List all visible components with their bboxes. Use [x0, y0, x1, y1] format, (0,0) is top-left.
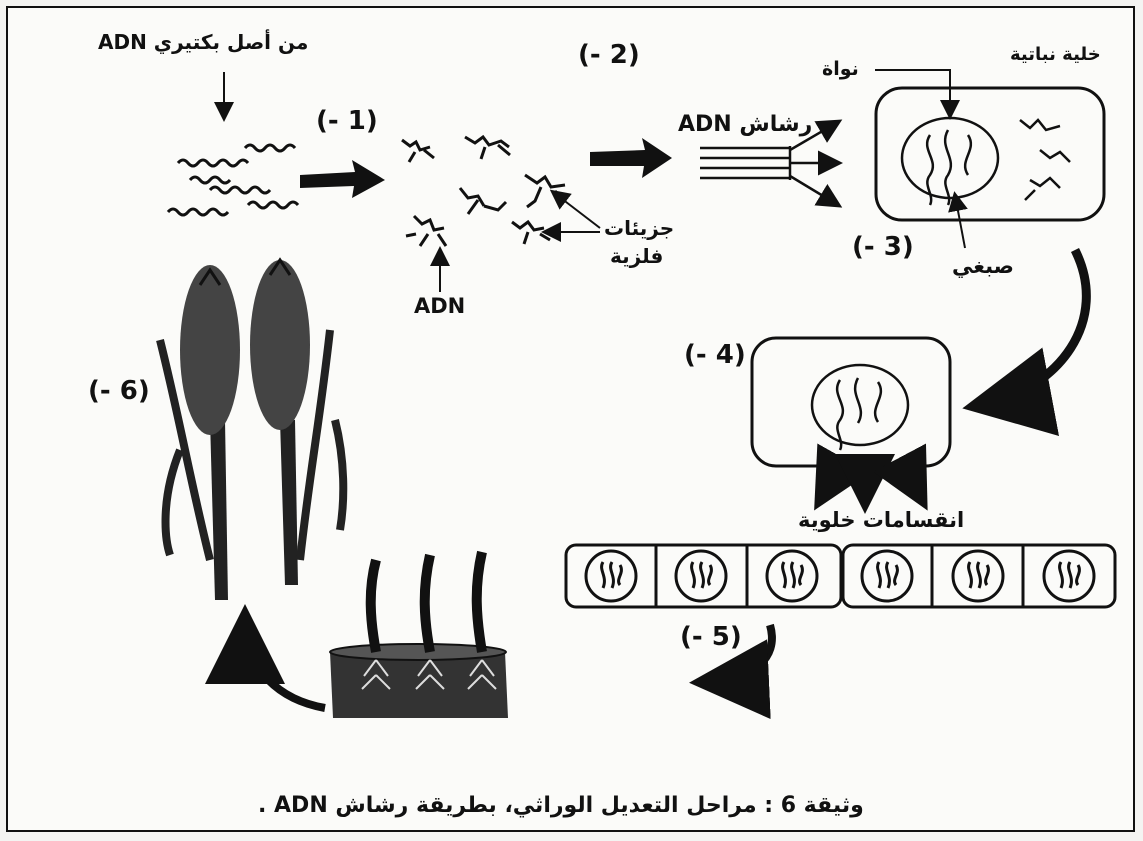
- label-dna-spray: رشاش ADN: [678, 112, 813, 137]
- step-4: (- 4): [684, 340, 746, 370]
- label-metal-particles-2: فلزية: [610, 244, 664, 268]
- division-arrows: [814, 443, 928, 514]
- arrow-step1: [300, 160, 385, 198]
- arrow-step5: [689, 623, 776, 720]
- arrow-step3: [962, 247, 1091, 436]
- step-2: (- 2): [578, 40, 640, 70]
- bacterial-dna-strands: [166, 143, 300, 217]
- arrow-step2: [590, 138, 672, 178]
- gene-gun: [700, 119, 843, 208]
- label-dna-particles: ADN: [414, 294, 466, 318]
- label-bacterial-dna: ADN من أصل بكتيري: [98, 30, 309, 54]
- culture-pot: [329, 550, 508, 718]
- step-3: (- 3): [852, 232, 914, 262]
- figure-caption: وثيقة 6 : مراحل التعديل الوراثي، بطريقة …: [258, 793, 864, 818]
- label-plant-cell: خلية نباتية: [1010, 44, 1101, 65]
- step-5: (- 5): [680, 622, 742, 652]
- plant-cell: [874, 86, 1106, 222]
- label-metal-particles-1: جزيئات: [604, 216, 675, 240]
- maize-plants: [156, 257, 348, 600]
- particles-pointer-1: [549, 189, 601, 229]
- nucleus-pointer: [875, 69, 960, 120]
- step-6: (- 6): [88, 376, 150, 406]
- metal-particles: [401, 134, 567, 247]
- label-chromosome: صبغي: [952, 254, 1014, 278]
- step-1: (- 1): [316, 106, 378, 136]
- label-cell-divisions: انقسامات خلوية: [798, 508, 965, 532]
- divided-cells-row: [564, 543, 1117, 609]
- transformed-cell: [750, 336, 952, 468]
- label-nucleus: نواة: [822, 58, 859, 80]
- chromosome-pointer: [948, 191, 968, 249]
- arrow-step6: [205, 604, 326, 712]
